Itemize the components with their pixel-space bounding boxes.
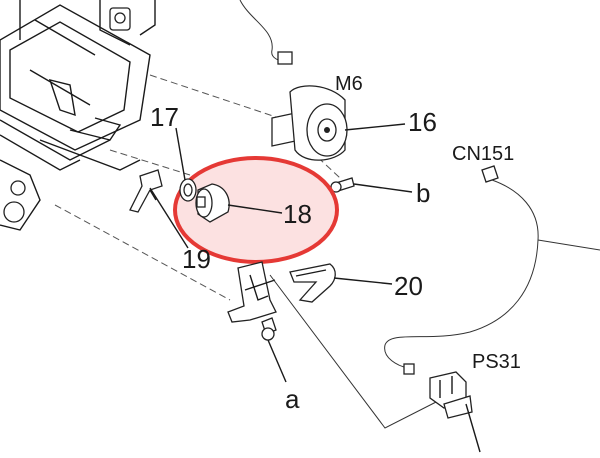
part-18-gear: [195, 183, 230, 223]
part-19-lever: [129, 169, 163, 213]
connector-cn151: [481, 165, 499, 183]
leader-20: [333, 277, 393, 285]
frame-assembly: [0, 0, 156, 231]
motor-connector: [277, 51, 293, 65]
motor-m6: [271, 85, 348, 161]
label-part-17: 17: [150, 102, 179, 132]
label-ps31: PS31: [472, 351, 521, 373]
leader-a: [267, 339, 287, 383]
ps31-leader: [465, 403, 481, 453]
leader-b: [353, 183, 413, 193]
assembly-link-line: [269, 274, 441, 429]
sensor-ps31: [429, 371, 473, 419]
leader-17: [175, 127, 186, 181]
bracket-assembly: [227, 261, 277, 323]
label-screw-a: a: [285, 384, 300, 414]
label-part-19: 19: [182, 244, 211, 274]
cn151-branch: [537, 239, 600, 251]
leader-19: [149, 187, 189, 249]
screw-a: [261, 317, 277, 341]
leader-16: [344, 123, 406, 131]
part-17-ring: [179, 178, 197, 202]
label-part-18: 18: [283, 199, 312, 229]
label-part-20: 20: [394, 271, 423, 301]
label-part-16: 16: [408, 107, 437, 137]
ps31-connector: [403, 363, 415, 375]
part-20-cover: [289, 263, 336, 303]
screw-b: [330, 177, 355, 193]
label-m6: M6: [335, 73, 363, 95]
label-cn151: CN151: [452, 143, 514, 165]
highlight-ellipse: [173, 156, 339, 264]
leader-18: [227, 204, 283, 214]
label-screw-b: b: [416, 178, 430, 208]
cn151-cable: [384, 179, 539, 369]
